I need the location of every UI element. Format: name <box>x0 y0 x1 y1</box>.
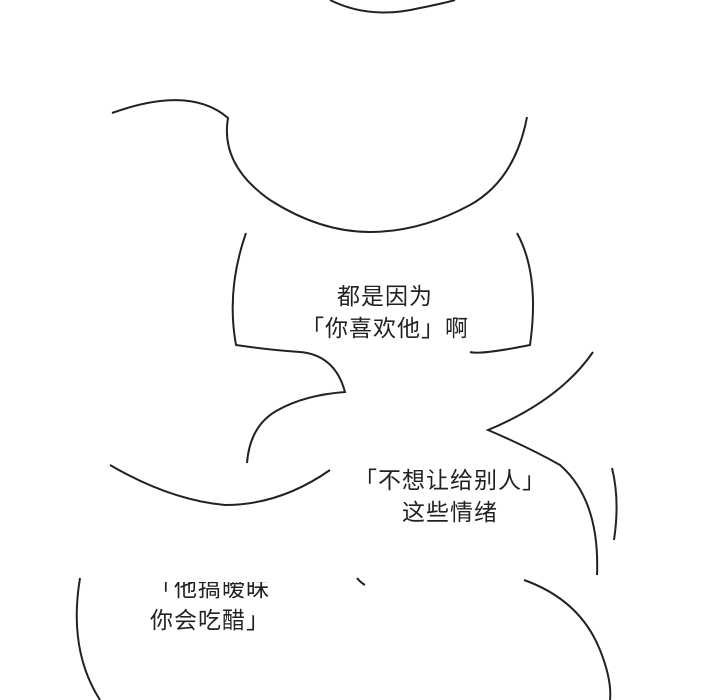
bubble-text-3: 「他搞暧昧 你会吃醋」 <box>130 573 290 637</box>
bubble-outline-1-right <box>469 232 534 354</box>
bubble-1-line-2: 「你喜欢他」啊 <box>301 316 469 342</box>
bubble-outline-2-right <box>611 467 618 541</box>
bubble-outline-1 <box>231 232 347 464</box>
bubble-3-line-1: 「他搞暧昧 <box>150 576 270 602</box>
bubble-outline-lower-right <box>523 579 612 700</box>
bubble-outline-2 <box>485 351 599 576</box>
bubble-outline-lower <box>75 577 101 700</box>
bubble-1-line-1: 都是因为 <box>337 284 433 310</box>
bubble-outline-upper <box>111 99 528 234</box>
bubble-outline-top <box>329 0 456 14</box>
bubble-2-line-2: 这些情绪 <box>402 500 498 526</box>
bubble-outline-2-left <box>109 464 331 507</box>
bubble-outline-lower-tail <box>356 577 366 586</box>
bubble-3-line-2: 你会吃醋」 <box>150 608 270 634</box>
bubble-text-1: 都是因为 「你喜欢他」啊 <box>285 281 485 345</box>
bubble-text-2: 「不想让给别人」 这些情绪 <box>340 465 560 529</box>
bubble-2-line-1: 「不想让给别人」 <box>354 468 546 494</box>
